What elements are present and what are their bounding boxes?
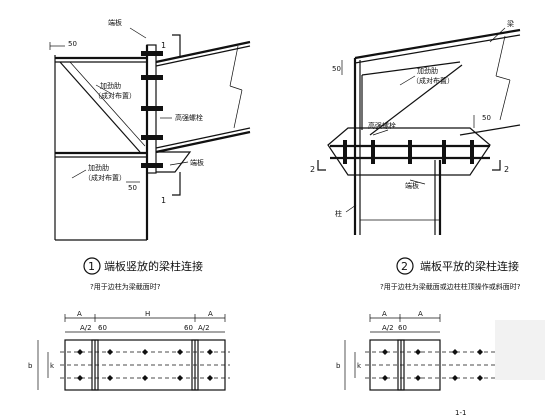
bolt-mark [77,375,83,381]
dim-a-half-left: A/2 [80,324,92,332]
dim-a-left: A [77,310,82,318]
bolt [408,140,412,164]
label-stiffener-upper: 加劲肋 [100,81,121,90]
bolt-mark [177,375,183,381]
left-bolt-row [141,51,163,168]
bolt-mark [107,349,113,355]
figure-note: ?用于边柱为梁截面或边柱柱顶操作或斜面时? [380,282,521,291]
label-stiffener-note: （成对布置） [412,76,454,85]
bolt-mark [452,349,458,355]
section-mark-top: 1 [161,41,166,50]
dim-a-left: A [382,310,387,318]
left-connection-figure: 50 50 1 1 端板 加劲肋 （成对布置） 高强螺栓 加劲肋 （成对布置） … [49,18,251,291]
bolt-mark [142,375,148,381]
dim-k: k [50,362,55,370]
dim-a-half-right: A/2 [198,324,210,332]
dim-a-right: A [418,310,423,318]
dim-60-left: 60 [398,324,407,332]
bolt-mark [142,349,148,355]
label-beam: 梁 [507,19,514,28]
bolt-mark [177,349,183,355]
figure-note: ?用于边柱为梁截面时? [90,282,161,291]
bolt-mark [452,375,458,381]
dim-60-left: 60 [98,324,107,332]
label-bolt: 高强螺栓 [175,113,203,122]
dim-a-right: A [208,310,213,318]
label-column: 柱 [335,209,342,218]
bolt [470,140,474,164]
bolt-mark [207,375,213,381]
bolt [371,140,375,164]
section-mark-right: 2 [504,165,509,174]
dim-b: b [336,362,341,370]
dim-right-label: 50 [482,114,491,122]
figure-caption: 端板竖放的梁柱连接 [104,259,203,273]
bolt [141,51,163,56]
bolt [442,140,446,164]
figure-number: 2 [401,260,408,273]
label-stiffener-lower-note: （成对布置） [84,173,126,182]
bolt-mark [382,375,388,381]
bolt-mark [477,349,483,355]
figure-caption: 端板平放的梁柱连接 [420,259,519,273]
dim-h: H [145,310,150,318]
bolt [141,106,163,111]
dim-b: b [28,362,33,370]
label-end-plate: 端板 [405,181,419,190]
bolt-mark [207,349,213,355]
right-bolt-row [343,140,474,164]
blurred-region [495,320,545,380]
section-mark-bottom: 1 [161,196,166,205]
section-label-footer: 1-1 [455,409,466,417]
bolt [141,163,163,168]
bolt-mark [382,349,388,355]
dim-top-label-right: 50 [332,65,341,73]
dim-60-right: 60 [184,324,193,332]
dim-a-half-left: A/2 [382,324,394,332]
bottom-right-plate-detail: A A A/2 60 b k 1-1 [336,310,545,417]
left-detail-bolts [77,349,213,381]
dim-bottom-label: 50 [128,184,137,192]
bolt-mark [477,375,483,381]
figure-number: 1 [88,260,95,273]
label-bolt-right: 高强螺栓 [368,121,396,130]
dim-top-label: 50 [68,40,77,48]
bottom-left-plate-detail: A H A A/2 60 60 A/2 [28,310,230,391]
figure-number-circle [396,257,414,275]
bolt [141,135,163,140]
figure-number-circle [83,257,101,275]
section-mark-left: 2 [310,165,315,174]
bolt [141,75,163,80]
label-stiffener-upper-note: （成对布置） [94,91,136,100]
dim-k: k [357,362,362,370]
label-stiffener: 加劲肋 [417,66,438,75]
label-stiffener-lower: 加劲肋 [88,163,109,172]
label-end-plate-top: 端板 [108,18,122,27]
bolt [343,140,347,164]
bolt-mark [415,375,421,381]
bolt-mark [415,349,421,355]
label-end-plate-bottom: 端板 [190,158,204,167]
right-detail-bolts [382,349,483,381]
bolt-mark [77,349,83,355]
bolt-mark [107,375,113,381]
right-connection-figure: 50 50 2 2 梁 加劲肋 （成对布置） 高强螺栓 端板 柱 2 端板平放的… [310,19,521,291]
